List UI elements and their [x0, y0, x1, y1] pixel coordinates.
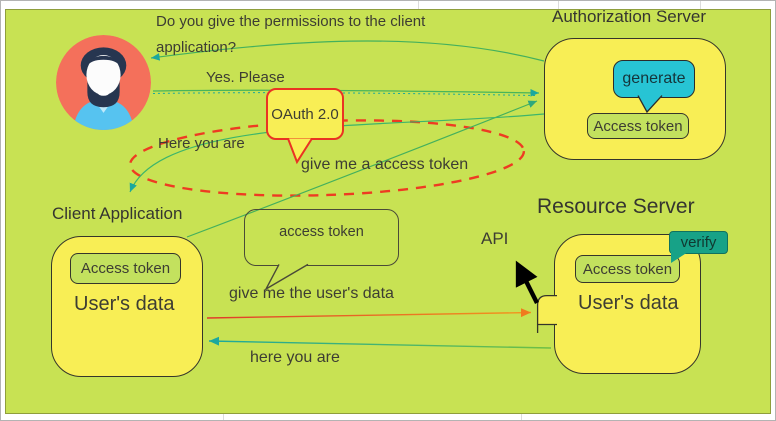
avatar-mouth — [97, 90, 110, 96]
grid-tick — [558, 1, 559, 9]
verify-tag[interactable]: verify — [669, 231, 728, 254]
resource-access-token-label: Access token — [582, 260, 673, 278]
auth-access-token-label: Access token — [593, 117, 683, 135]
api-label[interactable]: API — [481, 229, 509, 248]
here-you-are-bottom-label[interactable]: here you are — [250, 349, 340, 366]
give-me-users-data-label[interactable]: give me the user's data — [229, 285, 394, 302]
resource-users-data-label[interactable]: User's data — [578, 292, 679, 314]
access-token-bubble-label: access token — [279, 224, 364, 240]
resource-server-title[interactable]: Resource Server — [537, 195, 695, 218]
auth-access-token-chip[interactable]: Access token — [587, 113, 689, 139]
grid-tick — [521, 414, 522, 420]
generate-bubble[interactable]: generate — [613, 60, 695, 98]
grid-tick — [700, 1, 701, 9]
verify-label: verify — [680, 234, 717, 251]
avatar-face — [86, 54, 121, 95]
client-application-title[interactable]: Client Application — [52, 204, 183, 223]
grid-tick — [418, 1, 419, 9]
here-you-are-top-label[interactable]: Here you are — [158, 135, 245, 152]
authorization-server-box[interactable]: generate Access token — [544, 38, 726, 160]
permission-question-label[interactable]: Do you give the permissions to the clien… — [156, 13, 426, 56]
oauth-badge-label: OAuth 2.0 — [271, 105, 339, 123]
generate-label: generate — [622, 70, 686, 87]
resource-access-token-chip[interactable]: Access token — [575, 255, 680, 283]
consent-label[interactable]: Yes. Please — [206, 69, 285, 86]
avatar-beard-edge — [89, 84, 118, 102]
give-me-access-token-label[interactable]: give me a access token — [301, 156, 469, 173]
authorization-server-title[interactable]: Authorization Server — [552, 7, 707, 26]
user-avatar[interactable] — [56, 35, 151, 130]
client-access-token-chip[interactable]: Access token — [70, 253, 181, 284]
avatar-shirt — [73, 99, 134, 130]
avatar-fringe — [86, 55, 121, 73]
resource-server-box[interactable]: verify Access token User's data — [554, 231, 728, 374]
client-users-data-label[interactable]: User's data — [74, 293, 175, 315]
access-token-speech-bubble[interactable]: access token — [244, 209, 399, 266]
client-application-box[interactable]: Access token User's data — [51, 236, 203, 377]
oauth-badge-bubble[interactable]: OAuth 2.0 — [266, 88, 344, 140]
grid-tick — [223, 414, 224, 420]
client-access-token-label: Access token — [80, 260, 171, 277]
